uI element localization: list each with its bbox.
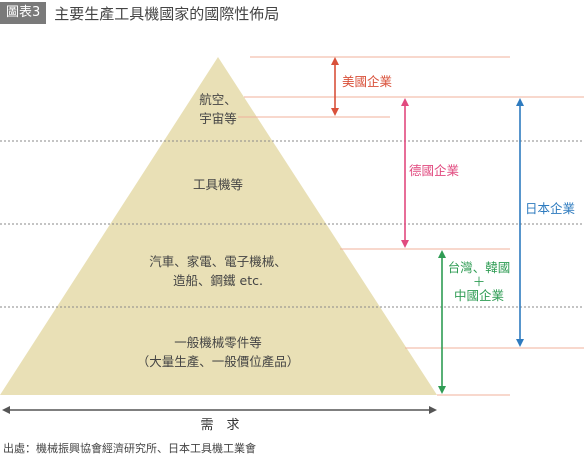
tier-label-aerospace-line2: 宇宙等 bbox=[199, 111, 237, 126]
plus-sign: ＋ bbox=[473, 274, 486, 289]
tier-label-automotive-line2: 造船、鋼鐵 etc. bbox=[173, 273, 263, 288]
figure-header: 圖表3 主要生產工具機國家的國際性佈局 bbox=[0, 0, 279, 26]
tw-kr-cn-bracket-arrow bbox=[438, 250, 446, 394]
jp-companies-label: 日本企業 bbox=[525, 201, 576, 216]
source-note: 出處：機械振興協會經濟研究所、日本工具機工業會 bbox=[3, 441, 256, 455]
figure-title: 主要生產工具機國家的國際性佈局 bbox=[54, 4, 280, 23]
tier-label-aerospace-line1: 航空、 bbox=[199, 92, 237, 107]
tier-label-general-parts-line1: 一般機械零件等 bbox=[174, 335, 262, 350]
pyramid bbox=[0, 57, 437, 395]
tw-kr-label: 台灣、韓國 bbox=[448, 260, 511, 275]
demand-axis-label: 需 求 bbox=[200, 418, 239, 433]
us-companies-label: 美國企業 bbox=[342, 74, 393, 89]
de-companies-label: 德國企業 bbox=[409, 163, 460, 178]
tier-label-automotive-line1: 汽車、家電、電子機械、 bbox=[149, 254, 287, 269]
tier-label-general-parts-line2: （大量生產、一般價位產品） bbox=[137, 354, 300, 369]
jp-bracket-arrow bbox=[516, 98, 524, 347]
figure-number-badge: 圖表3 bbox=[0, 2, 47, 24]
reference-lines bbox=[238, 56, 584, 396]
cn-companies-label: 中國企業 bbox=[454, 288, 505, 303]
tier-label-machine-tools: 工具機等 bbox=[193, 177, 243, 192]
de-bracket-arrow bbox=[401, 98, 409, 248]
demand-axis-arrow bbox=[2, 406, 437, 414]
us-bracket-arrow bbox=[331, 57, 339, 116]
